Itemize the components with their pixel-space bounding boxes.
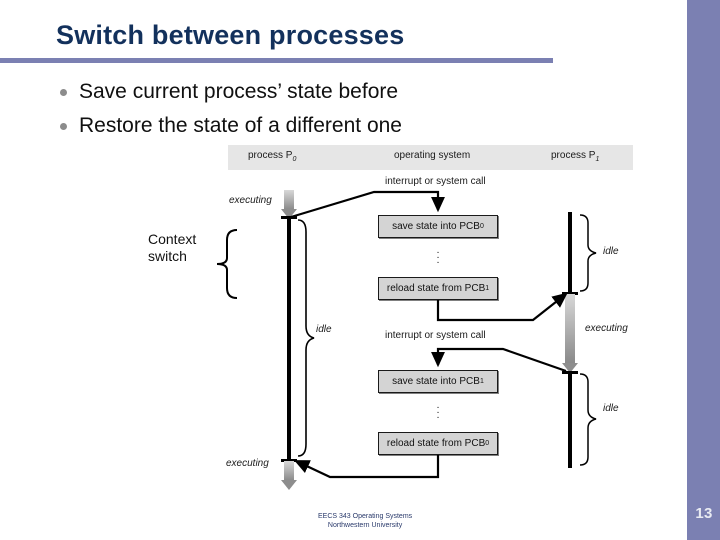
p1-executing-arrow <box>562 294 578 373</box>
diagram-header-band <box>228 145 633 170</box>
os-dots-2: ... <box>436 400 440 421</box>
p1-tick-top <box>562 292 578 295</box>
footer-line-2: Northwestern University <box>327 522 403 529</box>
bullet-text: Restore the state of a different one <box>79 114 402 137</box>
page-title: Switch between processes <box>56 20 405 50</box>
p0-executing-label-top: executing <box>229 195 272 206</box>
column-header-process-p1: process P1 <box>551 150 600 163</box>
p0-idle-label: idle <box>316 324 332 335</box>
p0-idle-brace <box>297 219 315 457</box>
p0-executing-arrow-bottom <box>281 461 297 490</box>
column-header-process-p0: process P0 <box>248 150 297 163</box>
p1-idle-label-top: idle <box>603 246 619 257</box>
p1-idle-label-bottom: idle <box>603 403 619 414</box>
p1-executing-label: executing <box>585 323 628 334</box>
event-label-interrupt-1: interrupt or system call <box>385 176 486 187</box>
event-label-interrupt-2: interrupt or system call <box>385 330 486 341</box>
annotation-line-2: switch <box>148 248 187 264</box>
context-switch-brace-upper <box>296 218 297 219</box>
bullet-list: Save current process’ state before Resto… <box>60 77 580 145</box>
list-item: Restore the state of a different one <box>60 111 580 145</box>
p1-idle-brace-bottom <box>579 373 597 466</box>
p0-tick-bottom <box>281 459 297 462</box>
bullet-icon <box>60 123 67 130</box>
p1-idle-bar-bottom <box>568 371 572 468</box>
page-number: 13 <box>695 505 713 522</box>
bullet-icon <box>60 89 67 96</box>
p1-idle-bar-top <box>568 212 572 293</box>
os-dots-1: ... <box>436 245 440 266</box>
context-switch-annotation: Context switch <box>148 231 196 265</box>
footer-line-1: EECS 343 Operating Systems <box>318 513 413 520</box>
title-divider <box>0 58 553 63</box>
accent-band <box>687 0 720 540</box>
list-item: Save current process’ state before <box>60 77 580 111</box>
p1-idle-brace-top <box>579 214 597 292</box>
context-switch-brace-left <box>216 229 238 299</box>
p0-executing-arrow-top <box>281 190 297 219</box>
p0-idle-bar <box>287 216 291 460</box>
p0-executing-label-bottom: executing <box>226 458 269 469</box>
annotation-line-1: Context <box>148 231 197 247</box>
bullet-text: Save current process’ state before <box>79 80 399 103</box>
column-header-operating-system: operating system <box>394 150 471 161</box>
slide-footer: EECS 343 Operating Systems Northwestern … <box>318 512 412 530</box>
